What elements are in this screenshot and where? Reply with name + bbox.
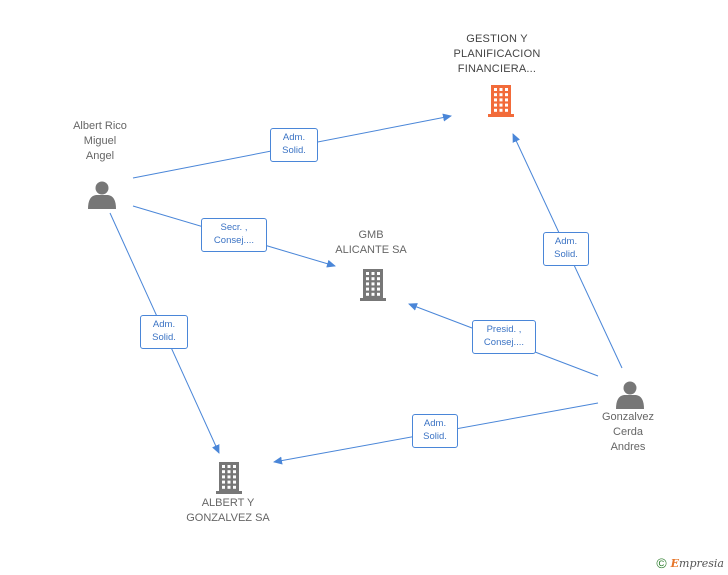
gestion-building-icon[interactable] <box>488 85 514 117</box>
edge-label-gonzalvez_cerda-to-gmb[interactable]: Presid. , Consej.... <box>472 320 536 354</box>
node-label-albert-gonzalvez[interactable]: ALBERT Y GONZALVEZ SA <box>186 497 270 524</box>
brand-logo: Empresia <box>670 556 724 570</box>
albert-rico-person-icon[interactable] <box>88 181 116 210</box>
edge-label-albert_rico-to-albert_gonzalvez[interactable]: Adm. Solid. <box>140 315 188 349</box>
copyright-icon: © <box>656 555 667 571</box>
edge-label-albert_rico-to-gestion[interactable]: Adm. Solid. <box>270 128 318 162</box>
node-label-gestion[interactable]: GESTION Y PLANIFICACION FINANCIERA... <box>453 33 541 75</box>
gmb-building-icon[interactable] <box>360 269 386 301</box>
node-label-albert-rico[interactable]: Albert Rico Miguel Angel <box>73 120 127 162</box>
node-label-gonzalvez-cerda[interactable]: Gonzalvez Cerda Andres <box>602 411 654 453</box>
edge-label-gonzalvez_cerda-to-gestion[interactable]: Adm. Solid. <box>543 232 589 266</box>
copyright-footer: © Empresia <box>656 555 724 571</box>
edge-label-albert_rico-to-gmb[interactable]: Secr. , Consej.... <box>201 218 267 252</box>
gonzalvez-cerda-person-icon[interactable] <box>616 381 644 410</box>
albert-gonzalvez-building-icon[interactable] <box>216 462 242 494</box>
edge-label-gonzalvez_cerda-to-albert_gonzalvez[interactable]: Adm. Solid. <box>412 414 458 448</box>
node-label-gmb[interactable]: GMB ALICANTE SA <box>335 229 407 256</box>
